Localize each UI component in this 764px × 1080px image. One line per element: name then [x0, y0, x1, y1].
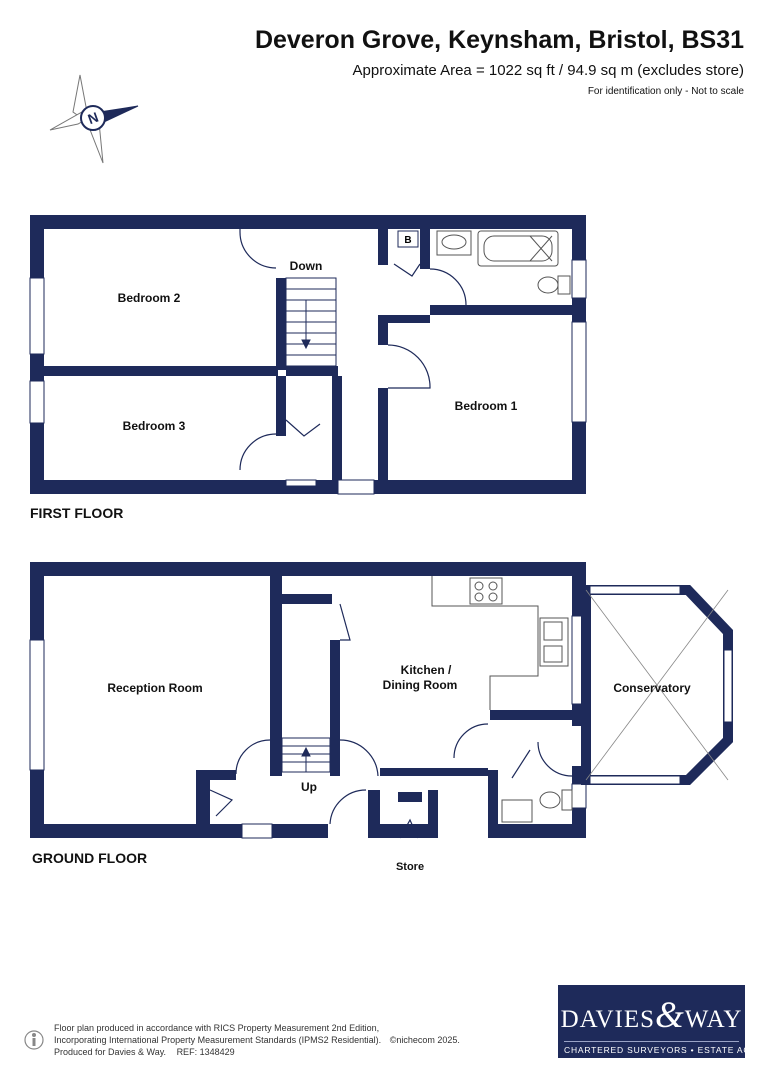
footer-line-2: Incorporating International Property Mea…	[54, 1035, 382, 1045]
property-title: Deveron Grove, Keynsham, Bristol, BS31	[254, 26, 744, 54]
footer-line-3: Produced for Davies & Way.	[54, 1047, 167, 1057]
agency-logo: DAVIES&WAY CHARTERED SURVEYORS • ESTATE …	[558, 985, 764, 1058]
logo-ampersand: &	[655, 995, 685, 1036]
logo-word-2: WAY	[684, 1006, 743, 1033]
ground-floor-stairs	[281, 737, 331, 773]
scale-disclaimer: For identification only - Not to scale	[587, 86, 744, 97]
footer-notes: Floor plan produced in accordance with R…	[54, 1022, 514, 1058]
stairs-down-label: Down	[290, 259, 323, 273]
person-info-icon	[24, 1030, 44, 1050]
ground-floor-doors	[209, 603, 573, 839]
ground-floor-walls	[30, 562, 586, 838]
room-store: Store	[396, 861, 424, 873]
footer-line-2-row: Incorporating International Property Mea…	[54, 1034, 514, 1046]
footer-copyright: ©nichecom 2025.	[389, 1035, 460, 1045]
compass-icon: N	[49, 74, 139, 164]
room-bedroom-2: Bedroom 2	[118, 291, 181, 305]
room-kitchen-line1: Kitchen /	[401, 663, 452, 677]
first-floor-stairs	[285, 277, 337, 367]
room-bedroom-1: Bedroom 1	[455, 399, 518, 413]
room-kitchen-line2: Dining Room	[383, 678, 458, 692]
bathroom-fixtures	[397, 230, 571, 295]
stairs-up-label: Up	[301, 780, 317, 794]
logo-wordmark: DAVIES&WAY	[558, 994, 745, 1037]
footer-ref: REF: 1348429	[176, 1047, 235, 1057]
room-bedroom-3: Bedroom 3	[123, 419, 186, 433]
logo-word-1: DAVIES	[560, 1006, 656, 1033]
footer-line-3-row: Produced for Davies & Way. REF: 1348429	[54, 1046, 514, 1058]
ground-floor-label: GROUND FLOOR	[32, 850, 148, 866]
room-reception: Reception Room	[107, 681, 202, 695]
room-labels: Down Bedroom 2 Bedroom 3 Bedroom 1 Recep…	[107, 259, 691, 873]
kitchen-fixtures	[431, 576, 573, 823]
boiler-label: B	[404, 235, 411, 246]
logo-tagline: CHARTERED SURVEYORS • ESTATE AGENTS	[564, 1041, 764, 1055]
approximate-area: Approximate Area = 1022 sq ft / 94.9 sq …	[352, 62, 744, 79]
conservatory	[581, 585, 733, 785]
footer-line-1: Floor plan produced in accordance with R…	[54, 1023, 380, 1033]
first-floor-windows	[29, 259, 587, 495]
first-floor-doors	[239, 229, 467, 471]
first-floor-label: FIRST FLOOR	[30, 505, 124, 521]
room-conservatory: Conservatory	[613, 681, 691, 695]
